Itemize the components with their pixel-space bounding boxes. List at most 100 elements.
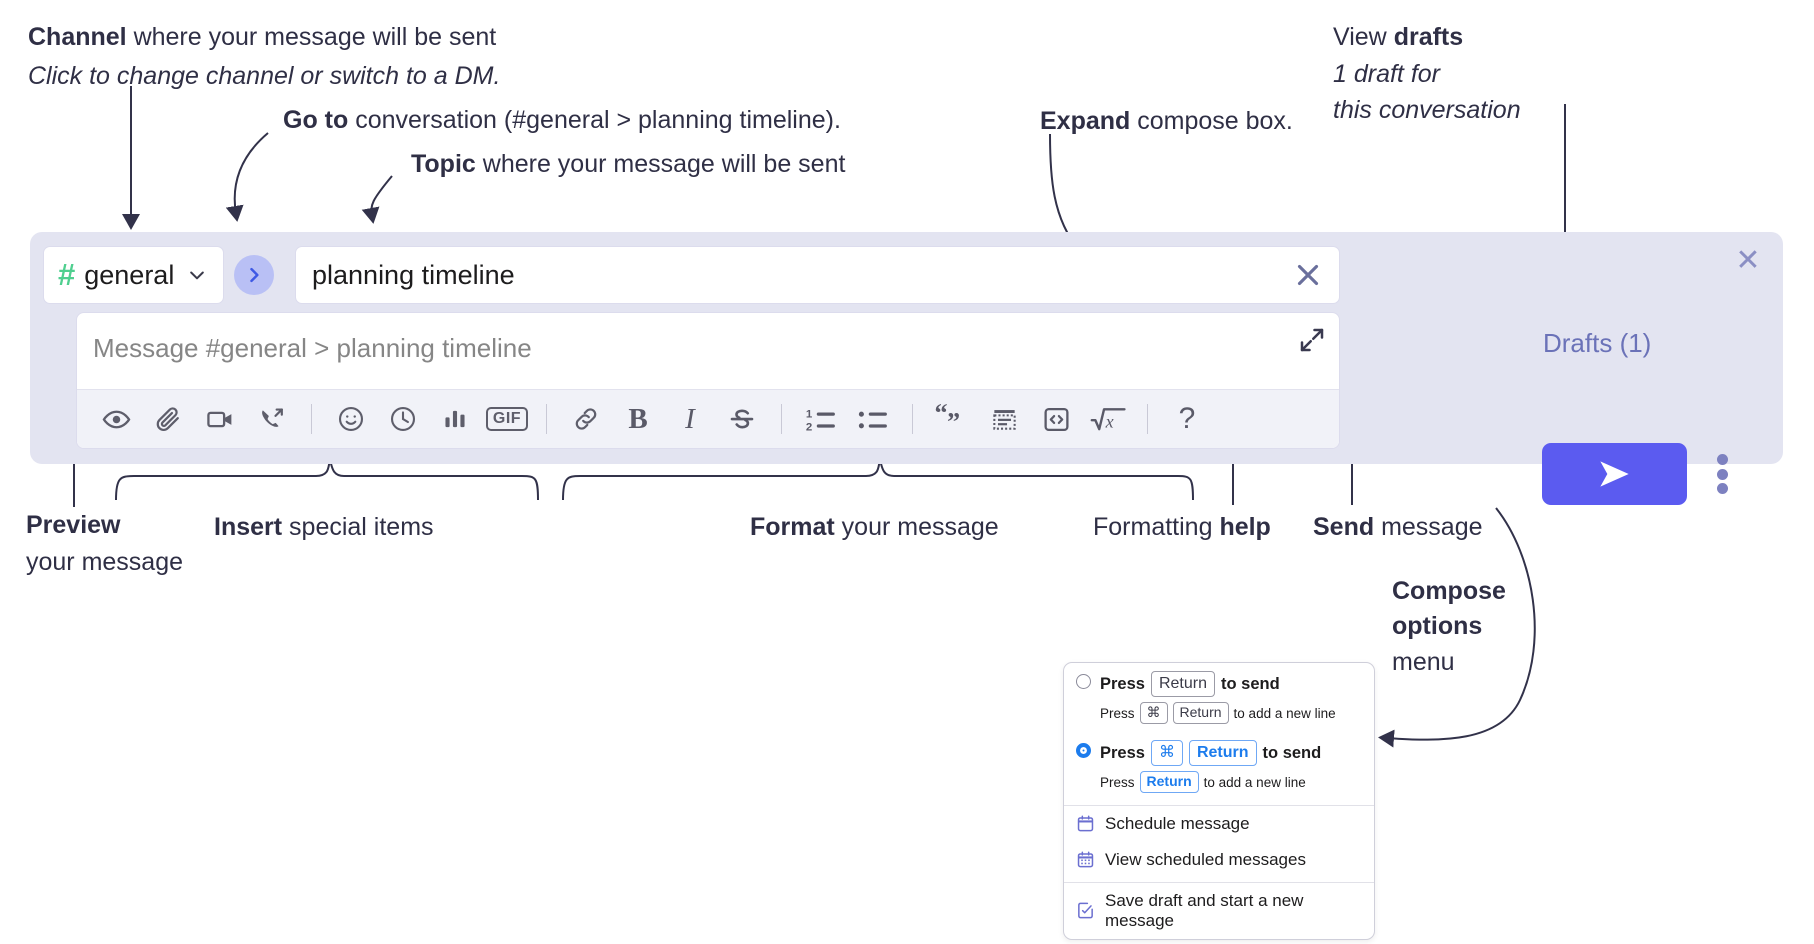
svg-text:x: x — [1105, 411, 1114, 431]
gif-icon[interactable]: GIF — [482, 396, 532, 442]
tail-label: to add a new line — [1203, 774, 1306, 790]
annotation-goto-rest: conversation (#general > planning timeli… — [348, 106, 841, 134]
menu-divider — [1064, 804, 1374, 806]
blockquote-icon[interactable]: “ ” — [927, 396, 977, 442]
annotation-format-rest: your message — [834, 513, 999, 541]
menu-option-label: Press ⌘ Return to send — [1100, 739, 1322, 767]
calendar-grid-icon — [1077, 851, 1094, 868]
annotation-preview-rest: your message — [26, 548, 184, 577]
key-command: ⌘ — [1139, 702, 1168, 724]
menu-option-cmd-return-to-send[interactable]: Press ⌘ Return to send — [1064, 732, 1374, 770]
tail-label: to send — [1221, 674, 1280, 693]
preview-icon[interactable] — [91, 396, 141, 442]
radio-button[interactable] — [1076, 674, 1091, 689]
annotation-compose-options-2: options — [1392, 612, 1483, 641]
send-button[interactable] — [1542, 443, 1687, 505]
video-camera-icon[interactable] — [195, 396, 245, 442]
clock-icon[interactable] — [378, 396, 428, 442]
message-input[interactable]: Message #general > planning timeline — [93, 333, 532, 363]
press-label: Press — [1100, 743, 1145, 762]
help-label: ? — [1178, 402, 1196, 435]
annotation-format-bold: Format — [750, 513, 835, 541]
annotation-insert: Insert special items — [214, 512, 434, 543]
press-label: Press — [1100, 705, 1135, 721]
menu-item-label: Schedule message — [1105, 813, 1250, 833]
expand-icon[interactable] — [1297, 325, 1327, 355]
close-icon[interactable] — [1291, 258, 1325, 292]
annotation-drafts-line3: this conversation — [1333, 95, 1521, 124]
annotation-drafts: View drafts 1 draft for this conversatio… — [1333, 22, 1521, 126]
annotation-channel-rest: where your message will be sent — [126, 23, 497, 51]
key-return: Return — [1172, 702, 1229, 724]
annotation-drafts-line2: 1 draft for — [1333, 60, 1440, 89]
annotation-goto-bold: Go to — [283, 106, 349, 134]
svg-text:”: ” — [947, 407, 960, 434]
radio-button-selected[interactable] — [1076, 742, 1091, 758]
channel-selector[interactable]: # general — [43, 246, 225, 304]
menu-item-save-draft[interactable]: Save draft and start a new message — [1064, 883, 1374, 939]
annotation-compose-options-3: menu — [1392, 647, 1455, 676]
code-block-icon[interactable] — [979, 396, 1029, 442]
annotation-drafts-plain: View — [1333, 23, 1394, 51]
annotation-send-rest: message — [1374, 513, 1483, 541]
bold-label: B — [628, 402, 648, 435]
annotation-channel-sub: Click to change channel or switch to a D… — [28, 62, 501, 91]
poll-icon[interactable] — [430, 396, 480, 442]
annotation-channel: Channel where your message will be sent … — [28, 22, 500, 93]
key-return: Return — [1139, 771, 1199, 793]
tail-label: to add a new line — [1233, 705, 1336, 721]
menu-item-view-scheduled-messages[interactable]: View scheduled messages — [1064, 842, 1374, 878]
press-label: Press — [1100, 674, 1145, 693]
bullet-list-icon[interactable] — [848, 396, 898, 442]
italic-icon[interactable]: I — [665, 396, 715, 442]
annotation-help-bold: help — [1219, 513, 1271, 541]
chevron-down-icon — [187, 265, 207, 285]
menu-option-return-sub: Press ⌘ Return to add a new line — [1064, 701, 1374, 732]
drafts-link[interactable]: Drafts (1) — [1543, 328, 1652, 358]
annotation-compose-options: Compose options menu — [1392, 576, 1506, 678]
annotation-topic-bold: Topic — [411, 150, 476, 178]
annotation-send-bold: Send — [1313, 513, 1375, 541]
audio-clip-icon[interactable] — [247, 396, 297, 442]
svg-text:2: 2 — [806, 421, 812, 433]
compose-options-menu: Press Return to send Press ⌘ Return to a… — [1063, 662, 1375, 940]
toolbar-separator — [781, 404, 782, 434]
key-command: ⌘ — [1150, 739, 1183, 767]
attachment-icon[interactable] — [143, 396, 193, 442]
topic-value: planning timeline — [312, 259, 515, 290]
tail-label: to send — [1262, 743, 1322, 762]
annotation-formatting-help: Formatting help — [1093, 512, 1271, 543]
annotation-topic-rest: where your message will be sent — [475, 150, 846, 178]
toolbar-separator — [912, 404, 913, 434]
annotation-drafts-bold: drafts — [1393, 23, 1464, 51]
key-return: Return — [1188, 739, 1257, 767]
message-input-container: Message #general > planning timeline — [76, 312, 1340, 449]
annotation-channel-bold: Channel — [28, 23, 127, 51]
annotation-goto: Go to conversation (#general > planning … — [283, 105, 841, 136]
close-icon[interactable]: ✕ — [1735, 244, 1761, 277]
key-return: Return — [1150, 671, 1215, 698]
topic-input[interactable]: planning timeline — [295, 246, 1340, 304]
strikethrough-icon[interactable] — [717, 396, 767, 442]
menu-option-return-to-send[interactable]: Press Return to send — [1064, 663, 1374, 701]
link-icon[interactable] — [561, 396, 611, 442]
annotation-preview-bold: Preview — [26, 511, 121, 539]
svg-text:“: “ — [935, 404, 948, 428]
toolbar-separator — [1147, 404, 1148, 434]
go-to-conversation-button[interactable] — [234, 255, 275, 295]
annotation-insert-bold: Insert — [214, 513, 283, 541]
annotation-expand-rest: compose box. — [1130, 107, 1293, 135]
ordered-list-icon[interactable]: 1 2 — [796, 396, 846, 442]
bold-icon[interactable]: B — [613, 396, 663, 442]
inline-code-icon[interactable] — [1031, 396, 1081, 442]
help-icon[interactable]: ? — [1162, 396, 1212, 442]
compose-options-menu-button[interactable] — [1708, 450, 1736, 498]
menu-item-schedule-message[interactable]: Schedule message — [1064, 806, 1374, 842]
annotation-help-plain: Formatting — [1093, 513, 1220, 541]
annotation-send: Send message — [1313, 512, 1483, 543]
press-label: Press — [1100, 774, 1135, 790]
math-icon[interactable]: x — [1083, 396, 1133, 442]
compose-widget: ✕ # general planning timeline Message #g… — [30, 232, 1783, 464]
emoji-icon[interactable] — [326, 396, 376, 442]
send-icon — [1599, 461, 1629, 487]
